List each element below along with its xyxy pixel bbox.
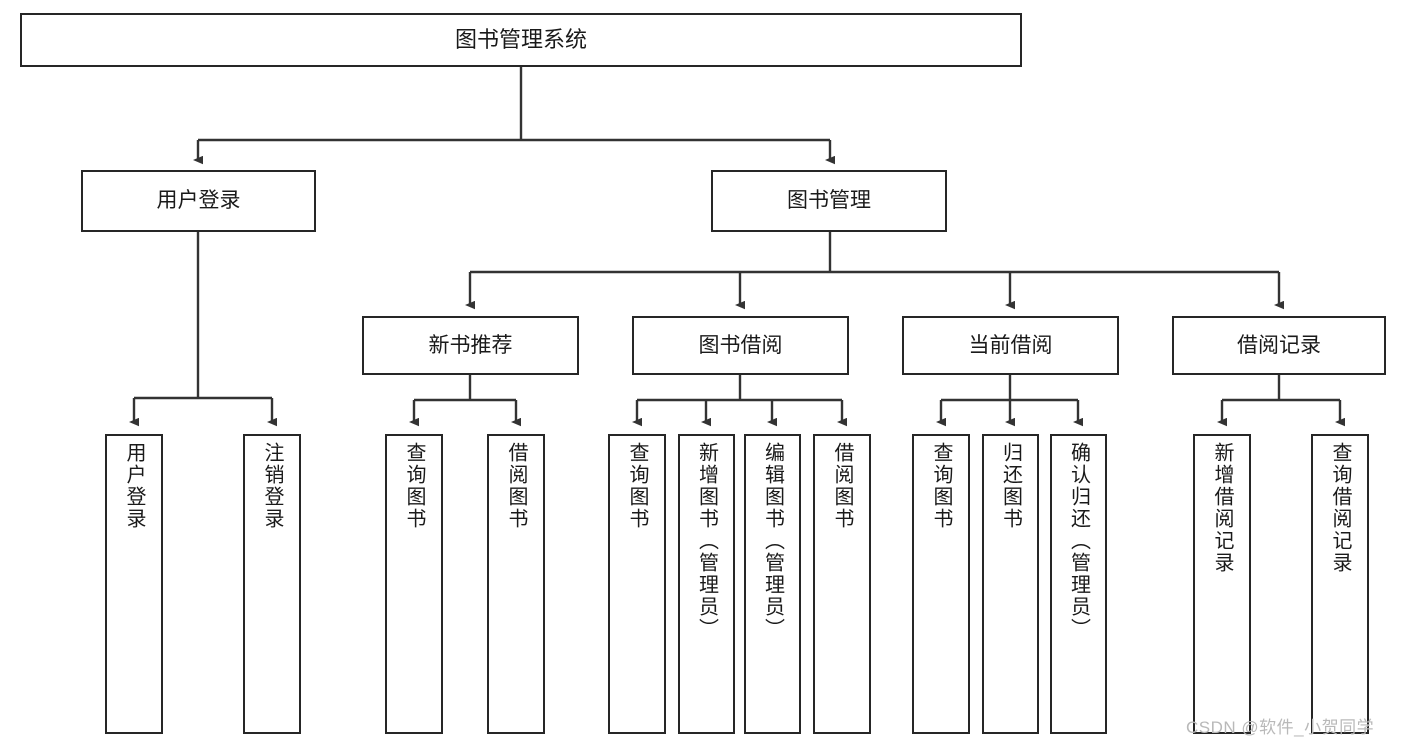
leaf-user-login-logout[interactable]: 注销登录 <box>243 434 301 734</box>
leaf-label: 新增图书（管理员） <box>695 442 718 640</box>
leaf-current-query-book[interactable]: 查询图书 <box>912 434 970 734</box>
leaf-label: 确认归还（管理员） <box>1067 442 1090 640</box>
node-root[interactable]: 图书管理系统 <box>20 13 1022 67</box>
node-book-management-label: 图书管理 <box>787 189 871 213</box>
leaf-current-return-book[interactable]: 归还图书 <box>982 434 1039 734</box>
node-new-book-recommend[interactable]: 新书推荐 <box>362 316 579 375</box>
leaf-label: 用户登录 <box>123 442 145 530</box>
leaf-new-book-query-book[interactable]: 查询图书 <box>385 434 443 734</box>
node-borrow-record-label: 借阅记录 <box>1237 333 1321 357</box>
leaf-borrow-edit-book-admin[interactable]: 编辑图书（管理员） <box>744 434 801 734</box>
node-root-label: 图书管理系统 <box>454 26 587 52</box>
node-book-borrow-label: 图书借阅 <box>698 333 783 357</box>
leaf-borrow-borrow-book[interactable]: 借阅图书 <box>813 434 871 734</box>
leaf-label: 查询图书 <box>403 442 425 530</box>
leaf-label: 查询借阅记录 <box>1329 442 1351 574</box>
leaf-user-login-login[interactable]: 用户登录 <box>105 434 163 734</box>
leaf-record-add-record[interactable]: 新增借阅记录 <box>1193 434 1251 734</box>
node-new-book-recommend-label: 新书推荐 <box>428 333 513 357</box>
node-current-borrow[interactable]: 当前借阅 <box>902 316 1119 375</box>
node-user-login[interactable]: 用户登录 <box>81 170 316 232</box>
leaf-borrow-add-book-admin[interactable]: 新增图书（管理员） <box>678 434 735 734</box>
leaf-borrow-query-book[interactable]: 查询图书 <box>608 434 666 734</box>
node-book-borrow[interactable]: 图书借阅 <box>632 316 849 375</box>
node-book-management[interactable]: 图书管理 <box>711 170 947 232</box>
leaf-label: 查询图书 <box>930 442 952 530</box>
leaf-label: 借阅图书 <box>831 442 853 530</box>
leaf-current-confirm-return-admin[interactable]: 确认归还（管理员） <box>1050 434 1107 734</box>
leaf-record-query-record[interactable]: 查询借阅记录 <box>1311 434 1369 734</box>
node-user-login-label: 用户登录 <box>156 189 241 213</box>
leaf-label: 编辑图书（管理员） <box>761 442 784 640</box>
node-borrow-record[interactable]: 借阅记录 <box>1172 316 1386 375</box>
leaf-label: 归还图书 <box>999 442 1022 530</box>
leaf-label: 新增借阅记录 <box>1211 442 1233 574</box>
leaf-label: 借阅图书 <box>505 442 527 530</box>
leaf-label: 查询图书 <box>626 442 648 530</box>
leaf-label: 注销登录 <box>261 442 283 530</box>
leaf-new-book-borrow-book[interactable]: 借阅图书 <box>487 434 545 734</box>
watermark-text: CSDN @软件_小贺同学 <box>1186 718 1375 737</box>
node-current-borrow-label: 当前借阅 <box>968 333 1053 357</box>
